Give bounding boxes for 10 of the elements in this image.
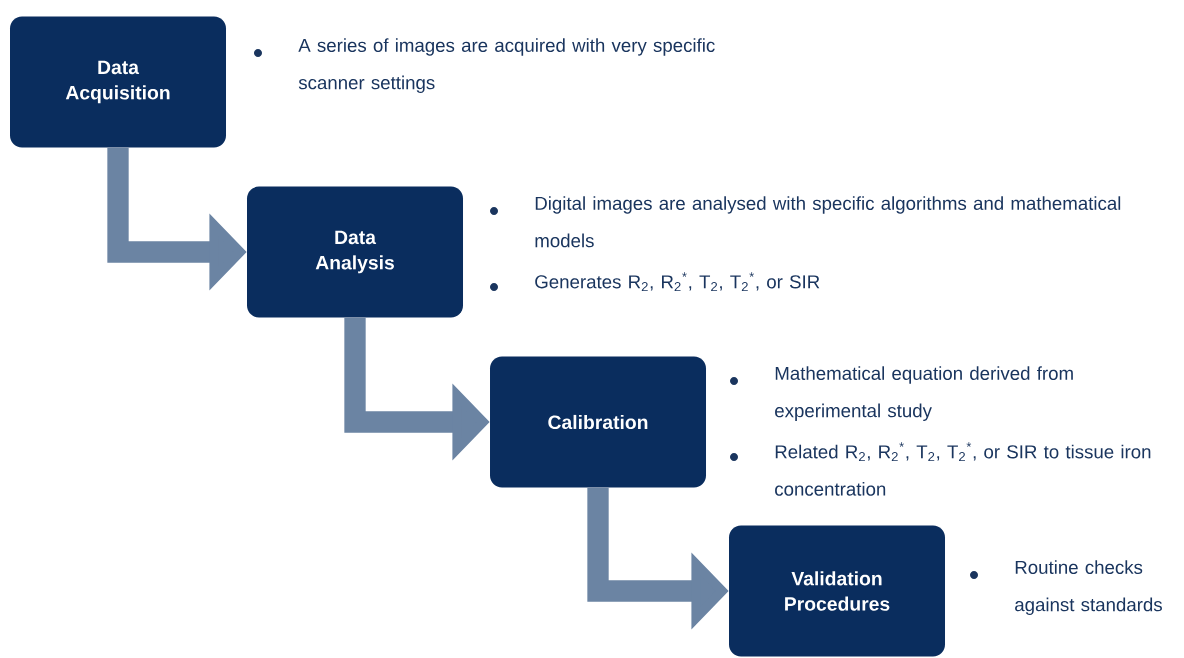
- bullet-text: Related R$_{2}$, R$_{2}$$^{*}$, T$_{2}$, T$_{2}$$^{*}$, or SIR to tissue iron concentration: [775, 442, 1151, 496]
- bullet-text: Digital images are analysed with specific algorithms and mathematical models: [535, 196, 1121, 248]
- bullet-text: Mathematical equation derived from experimental study: [775, 366, 1073, 421]
- bullet-text: A series of images are acquired with very specific scanner settings: [298, 38, 715, 93]
- bullet-text: Generates R$_{2}$, R$_{2}$$^{*}$, T$_{2}$, T$_{2}$$^{*}$, or SIR: [535, 272, 820, 292]
- process-box: Data Acquisition: [10, 16, 226, 148]
- process-box: Data Analysis: [247, 186, 463, 318]
- process-box: Validation Procedures: [729, 525, 945, 657]
- process-box: Calibration: [490, 356, 706, 488]
- bullet-text: Routine checks against standards: [1015, 560, 1162, 615]
